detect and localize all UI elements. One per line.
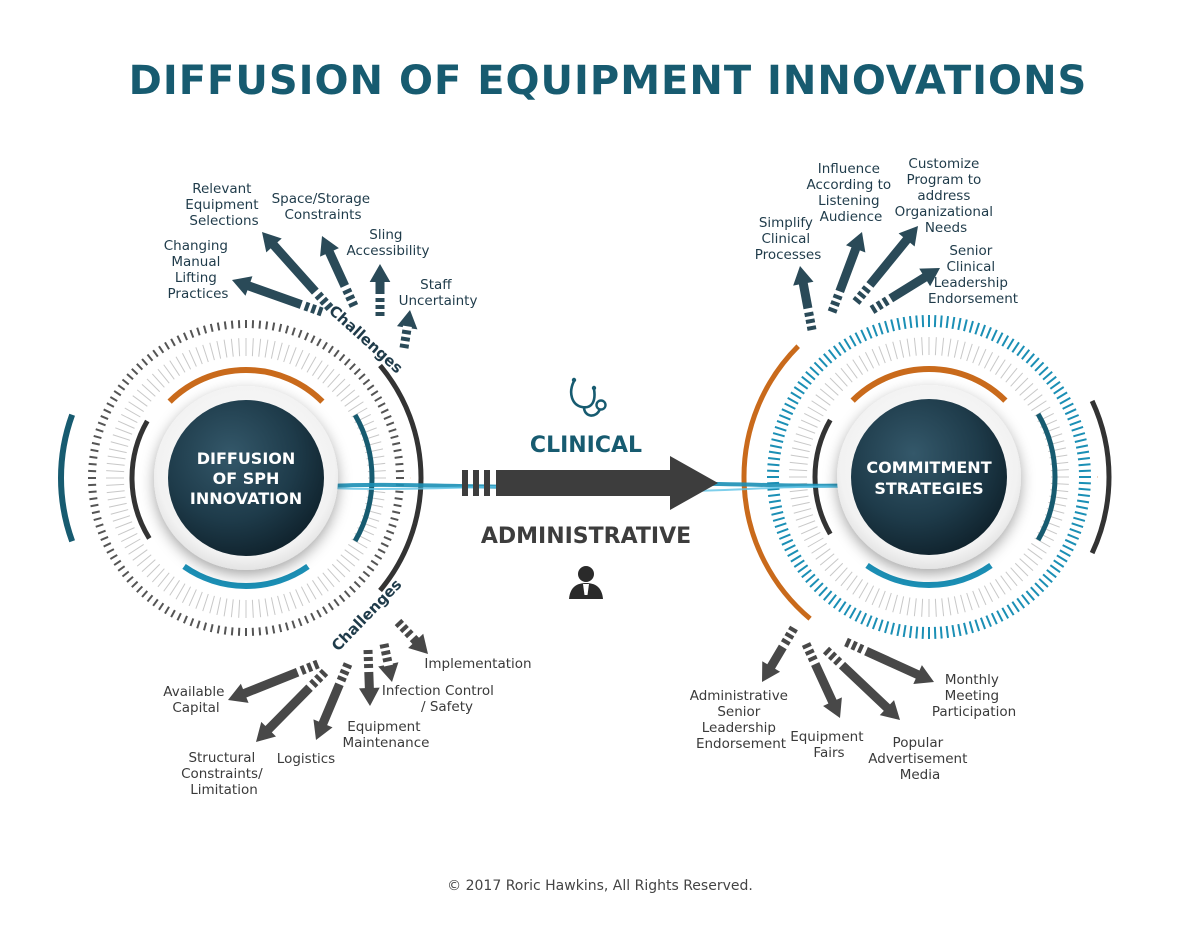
arrow-equipment-fairs: [801, 642, 842, 718]
right-hub-line-1: COMMITMENT: [866, 458, 991, 477]
arrow-structural: [256, 668, 329, 742]
right-hub-line-2: STRATEGIES: [874, 479, 983, 498]
label-influence-audience: Influence According to Listening Audienc…: [806, 161, 895, 225]
label-equipment-fairs: Equipment Fairs: [790, 729, 868, 761]
right-dark-arc-left: [812, 418, 833, 536]
administrative-label: ADMINISTRATIVE: [481, 524, 691, 549]
arrow-logistics: [313, 662, 353, 740]
arrow-staff: [396, 310, 418, 349]
copyright-notice: © 2017 Roric Hawkins, All Rights Reserve…: [447, 878, 753, 894]
label-popular-media: Popular Advertisement Media: [868, 735, 971, 783]
left-teal-arc-bottom: [182, 564, 310, 589]
label-implementation: Implementation: [424, 656, 531, 672]
challenges-label-top: Challenges: [325, 302, 406, 378]
arrow-available-capital: [228, 659, 320, 703]
label-simplify-clinical: Simplify Clinical Processes: [755, 215, 822, 263]
arrow-equipment-maintenance: [359, 649, 380, 706]
arrow-customize: [852, 226, 918, 305]
right-teal-arc-bottom: [865, 563, 993, 588]
right-outer-dark-arc-right: [1089, 399, 1112, 555]
left-hub-line-3: INNOVATION: [190, 489, 302, 508]
left-orange-arc: [167, 367, 325, 404]
label-sling-accessibility: Sling Accessibility: [346, 227, 429, 259]
left-hub-line-2: OF SPH: [213, 469, 280, 488]
right-teal-arc-right: [1035, 412, 1058, 542]
challenges-label-bottom: Challenges: [328, 575, 405, 654]
arrow-senior-clinical: [869, 268, 940, 314]
clinical-label: CLINICAL: [530, 433, 642, 458]
arrow-relevant-equipment: [262, 232, 334, 312]
left-bottom-labels: Available Capital Structural Constraints…: [163, 656, 531, 798]
label-structural-constraints: Structural Constraints/ Limitation: [181, 750, 267, 798]
right-hub: COMMITMENT STRATEGIES: [837, 385, 1021, 569]
right-orange-arc: [850, 366, 1008, 403]
stethoscope-icon: [569, 377, 607, 417]
label-customize-program: Customize Program to address Organizatio…: [895, 156, 998, 236]
label-space-storage: Space/Storage Constraints: [272, 191, 375, 223]
right-inner-tick-ring: [789, 337, 1069, 617]
page-title: DIFFUSION OF EQUIPMENT INNOVATIONS: [129, 58, 1088, 104]
left-outer-teal-arc: [58, 413, 75, 543]
label-infection-control: Infection Control / Safety: [382, 683, 498, 715]
arrow-administrative-senior: [762, 625, 798, 682]
arrow-infection-control: [378, 643, 399, 682]
label-equipment-maintenance: Equipment Maintenance: [343, 719, 430, 751]
businessman-icon: [569, 566, 603, 599]
left-teal-arc-right: [352, 413, 375, 543]
arrow-sling: [369, 264, 391, 316]
label-logistics: Logistics: [277, 751, 335, 767]
arrow-implementation: [394, 618, 428, 654]
arrow-space-storage: [320, 236, 359, 308]
label-senior-clinical: Senior Clinical Leadership Endorsement: [928, 243, 1018, 307]
label-changing-manual-lifting: Changing Manual Lifting Practices: [164, 238, 233, 302]
label-available-capital: Available Capital: [163, 684, 228, 716]
right-top-labels: Simplify Clinical Processes Influence Ac…: [755, 156, 1018, 307]
center-connector: [329, 456, 881, 510]
arrow-simplify: [793, 266, 817, 331]
left-hub-line-1: DIFFUSION: [197, 449, 296, 468]
arrow-monthly-meeting: [844, 637, 934, 684]
left-hub-rings: [58, 320, 424, 636]
branch-arrows: [228, 226, 940, 742]
arrow-changing-manual: [232, 276, 324, 317]
left-outer-dark-arc-right: [378, 363, 424, 593]
left-top-labels: Changing Manual Lifting Practices Releva…: [164, 181, 478, 309]
left-hub: DIFFUSION OF SPH INNOVATION: [154, 386, 338, 570]
left-dark-arc-left: [129, 419, 152, 540]
label-administrative-senior: Administrative Senior Leadership Endorse…: [690, 688, 793, 752]
main-arrow: [496, 456, 718, 510]
right-outer-tick-ring: [767, 315, 1091, 639]
arrow-popular-media: [822, 646, 900, 720]
left-outer-tick-ring: [88, 320, 404, 636]
right-hub-rings: [741, 315, 1112, 639]
label-relevant-equipment: Relevant Equipment Selections: [185, 181, 263, 229]
left-inner-tick-ring: [106, 338, 386, 618]
label-staff-uncertainty: Staff Uncertainty: [399, 277, 478, 309]
right-bottom-labels: Administrative Senior Leadership Endorse…: [690, 672, 1016, 783]
label-monthly-meeting: Monthly Meeting Participation: [932, 672, 1016, 720]
arrow-influence: [827, 232, 866, 314]
